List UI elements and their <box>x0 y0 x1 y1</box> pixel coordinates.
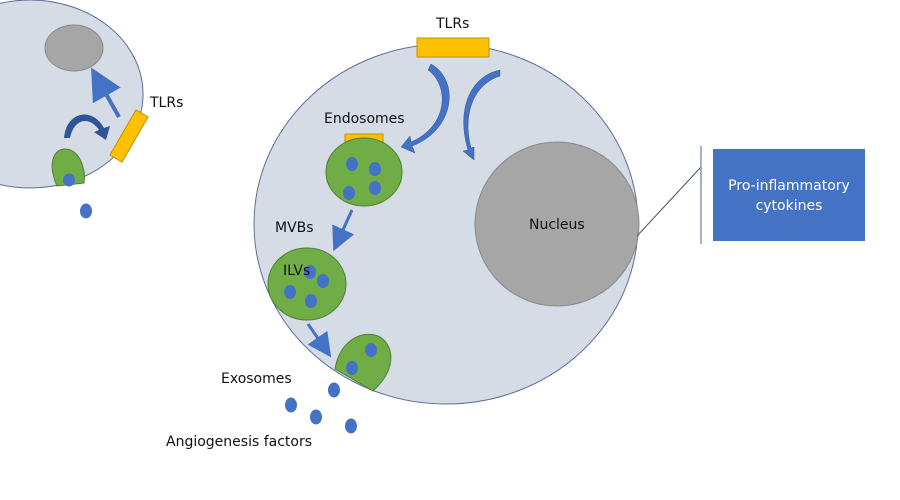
main-cell: Nucleus TLRs Endosomes MVBs ILVs <box>253 16 640 405</box>
small-cell: TLRs <box>0 0 183 219</box>
exosome-particle <box>365 343 377 357</box>
mvb <box>267 247 347 321</box>
mvbs-label: MVBs <box>275 220 314 236</box>
arrow-mvb-to-exosome <box>306 323 332 358</box>
small-exosome-vesicle <box>51 148 85 187</box>
small-arrow <box>91 67 121 118</box>
ilv-particle <box>304 265 316 279</box>
endosome-particle <box>346 157 358 171</box>
endosomes-label: Endosomes <box>324 111 405 127</box>
exosomes-label: Exosomes <box>221 371 292 387</box>
callout-line <box>636 166 702 237</box>
released-exosome <box>345 418 357 434</box>
tlrs-label: TLRs <box>435 16 469 32</box>
tlr-receptor <box>416 37 490 58</box>
endosome-particle <box>343 186 355 200</box>
cytokines-label-line1: Pro-inflammatory <box>728 178 850 194</box>
small-tlr-receptor <box>109 109 149 163</box>
ilv-particle <box>284 285 296 299</box>
curved-arrow-to-nucleus <box>462 69 501 161</box>
small-tlrs-label: TLRs <box>149 95 183 111</box>
endosome <box>325 137 403 207</box>
ilv-particle <box>305 294 317 308</box>
small-nucleus <box>44 24 104 72</box>
arrow-endosome-to-mvb <box>332 209 355 252</box>
small-particle <box>63 173 75 187</box>
nucleus <box>474 141 640 307</box>
endosome-particle <box>369 181 381 195</box>
cytokines-box: Pro-inflammatory cytokines <box>713 149 865 241</box>
small-curved-arrow <box>64 114 110 140</box>
ilvs-label: ILVs <box>283 263 310 279</box>
released-exosome <box>328 382 340 398</box>
cytokines-label-line2: cytokines <box>756 198 823 214</box>
curved-arrow-to-endosome <box>400 63 450 154</box>
released-particle <box>80 203 92 219</box>
angiogenesis-label: Angiogenesis factors <box>166 434 312 450</box>
released-exosome <box>285 397 297 413</box>
nucleus-label: Nucleus <box>529 217 585 233</box>
exosome-particle <box>346 361 358 375</box>
ilv-particle <box>317 274 329 288</box>
endosome-particle <box>369 162 381 176</box>
released-exosome <box>310 409 322 425</box>
